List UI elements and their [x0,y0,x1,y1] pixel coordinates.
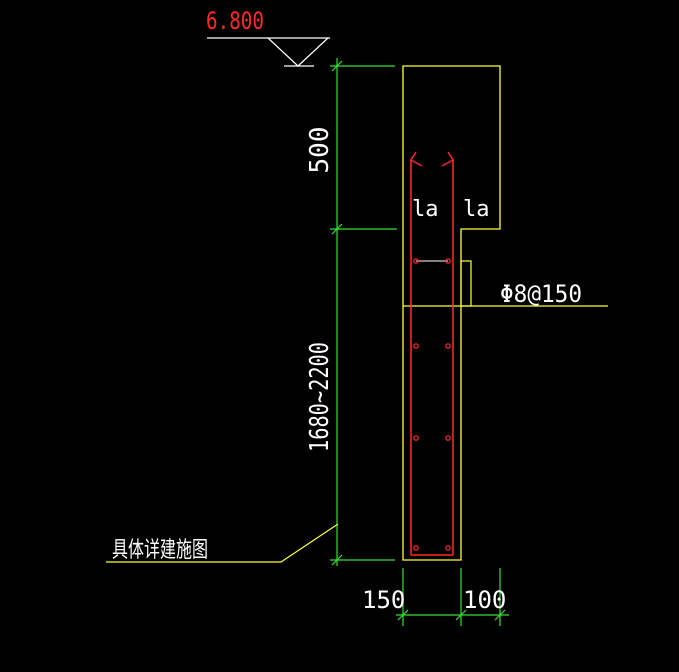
rebar-hook-left [410,159,423,167]
bar-dot [445,435,451,441]
bar-dot [413,545,419,551]
architectural-reference-note: 具体详建施图 [112,538,208,563]
horizontal-dimension-chain [396,568,509,626]
dimension-left-width: 150 [362,586,405,614]
bar-dot [445,343,451,349]
anchorage-label-right: la [463,197,490,222]
architectural-reference-leader: 具体详建施图 [106,523,339,563]
bar-dot [413,258,419,264]
dim-tick-middle [331,223,343,235]
dim-tick-right [494,609,506,621]
concrete-outline [402,65,608,561]
dim-tick-left [397,609,409,621]
dimension-top-value: 500 [305,127,335,174]
parapet-concrete-profile [402,65,501,561]
leader-line [106,523,339,563]
rebar-hook-right [441,159,454,167]
bar-dot [413,343,419,349]
elevation-value: 6.800 [206,7,264,35]
bar-dot [445,545,451,551]
elevation-marker: 6.800 [206,7,330,67]
vertical-dimension-chain [330,58,397,566]
dimension-bottom-value: 1680~2200 [305,342,335,452]
rebar-cage: la la Φ8@150 [410,151,582,556]
stirrup-spec-label: Φ8@150 [500,280,582,308]
anchorage-label-left: la [412,197,439,222]
dim-tick-top [331,60,343,72]
bar-dot [413,435,419,441]
dim-tick-bottom [331,554,343,566]
dimension-right-width: 100 [463,586,506,614]
longitudinal-bar-dots [413,258,451,551]
elevation-triangle-icon [267,37,329,67]
slab-edge-step [460,260,472,307]
dim-tick-center [455,609,467,621]
rebar-right-vertical [447,151,454,555]
bar-dot [445,258,451,264]
